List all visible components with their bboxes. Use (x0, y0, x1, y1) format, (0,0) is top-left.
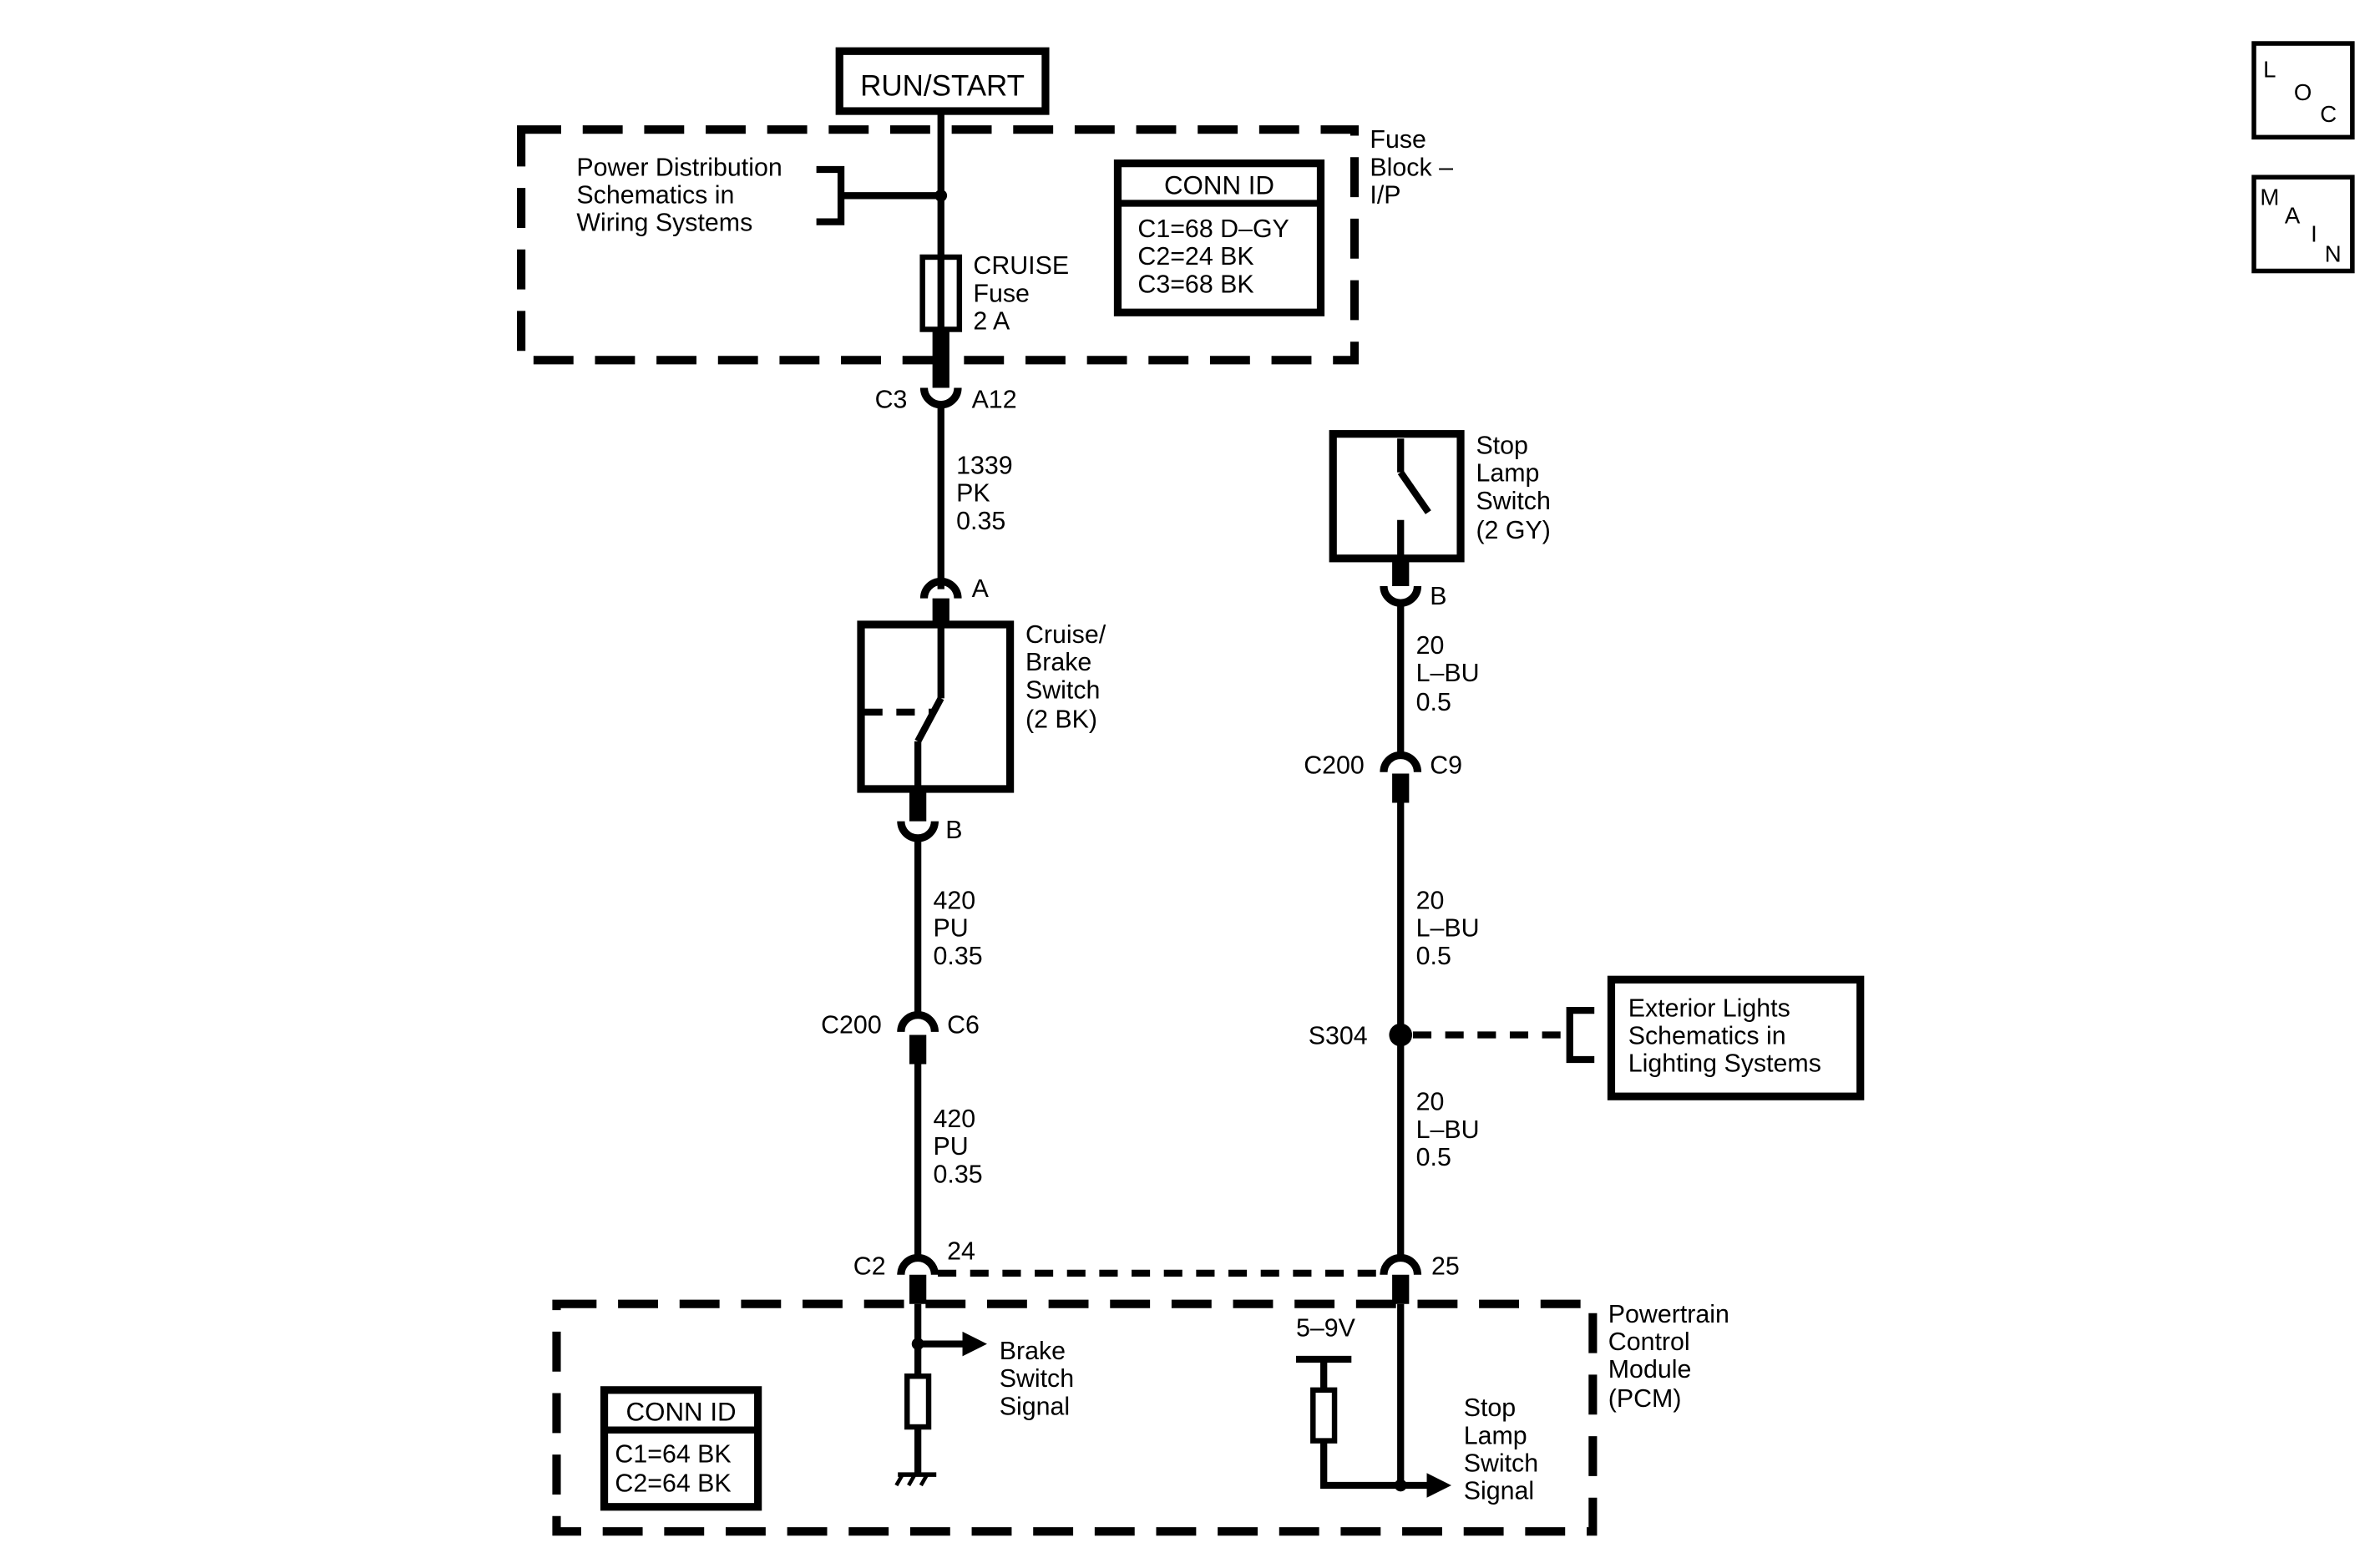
pin-a-connector (919, 577, 962, 599)
wire-1339-label: 1339 PK 0.35 (956, 453, 1020, 535)
main-button[interactable]: M A I N (2251, 175, 2355, 274)
stop-signal-arrow-icon (1426, 1473, 1451, 1498)
run-start-label: RUN/START (860, 70, 1025, 103)
c200-c9-connector (1380, 751, 1422, 773)
brake-signal-arrow-icon (962, 1331, 987, 1357)
s304-label: S304 (1309, 1023, 1368, 1050)
c3-connector (919, 387, 962, 409)
s304-splice (1389, 1023, 1413, 1047)
svg-text:M: M (2260, 184, 2279, 210)
c200-left-label: C200 (821, 1012, 882, 1040)
stop-switch-blade (1397, 470, 1431, 514)
fuse-block-title: Fuse Block – I/P (1370, 126, 1460, 209)
cruise-brake-switch (857, 620, 1015, 793)
svg-text:N: N (2325, 240, 2342, 266)
brake-pulldown-resistor (904, 1373, 932, 1430)
cruise-brake-switch-label: Cruise/ Brake Switch (2 BK) (1025, 621, 1113, 733)
power-distribution-reference[interactable]: Power Distribution Schematics in Wiring … (576, 154, 789, 236)
svg-text:I: I (2311, 221, 2317, 247)
svg-text:C: C (2320, 101, 2337, 127)
pcm-boundary (552, 1299, 1598, 1536)
pin25-connector (1380, 1253, 1422, 1276)
c200-right-label: C200 (1304, 752, 1365, 780)
stop-lamp-switch-signal-label: Stop Lamp Switch Signal (1464, 1394, 1546, 1505)
pin-b-cruise-connector (897, 821, 939, 842)
wire-420b-label: 420 PU 0.35 (934, 1105, 983, 1188)
c9-label: C9 (1430, 752, 1462, 780)
pin-b-cruise-label: B (945, 817, 962, 844)
wire-20b-label: 20 L–BU 0.5 (1416, 888, 1486, 970)
pullup-voltage-label: 5–9V (1296, 1314, 1356, 1342)
wire-20c-label: 20 L–BU 0.5 (1416, 1089, 1486, 1171)
c2-pin24-connector (897, 1253, 939, 1276)
c2-label: C2 (853, 1253, 886, 1281)
c3-label: C3 (875, 386, 908, 413)
svg-text:O: O (2294, 79, 2312, 105)
stop-signal-junction (1394, 1479, 1407, 1492)
a12-label: A12 (972, 386, 1017, 413)
switch-blade (914, 696, 944, 743)
svg-text:A: A (2285, 202, 2301, 228)
fuse-block-conn-id-box (1113, 159, 1325, 316)
stop-pullup-resistor (1310, 1387, 1338, 1444)
pin24-label: 24 (947, 1237, 975, 1265)
pcm-title: Powertrain Control Module (PCM) (1608, 1301, 1737, 1413)
brake-switch-signal-label: Brake Switch Signal (1000, 1338, 1081, 1420)
pullup-to-signal (1320, 1440, 1431, 1490)
c200-c6-connector (897, 1011, 939, 1033)
pin-b-stop-label: B (1430, 583, 1446, 610)
cruise-fuse-label: CRUISE Fuse 2 A (973, 252, 1076, 335)
fuse-block-conn-id-lines: C1=68 D–GY C2=24 BK C3=68 BK (1137, 215, 1296, 298)
fuse-block-conn-id-title: CONN ID (1164, 170, 1274, 200)
pcm-conn-id-box (600, 1386, 762, 1511)
svg-text:L: L (2263, 57, 2276, 83)
pcm-conn-id-title: CONN ID (626, 1398, 737, 1427)
loc-button[interactable]: L O C (2251, 41, 2355, 140)
exterior-lights-reference: Exterior Lights Schematics in Lighting S… (1628, 994, 1821, 1077)
exterior-lights-bracket (1566, 1006, 1595, 1064)
pcm-conn-id-lines: C1=64 BK C2=64 BK (615, 1440, 738, 1497)
wire-20a-label: 20 L–BU 0.5 (1416, 632, 1486, 716)
wire-420a-label: 420 PU 0.35 (934, 888, 983, 970)
ground-icon (894, 1472, 937, 1487)
c6-label: C6 (947, 1012, 980, 1040)
stop-lamp-switch-label: Stop Lamp Switch (2 GY) (1476, 432, 1557, 544)
stop-lamp-switch (1329, 430, 1465, 563)
pin-b-stop-connector (1380, 585, 1422, 607)
reference-junction-dot (934, 189, 948, 202)
reference-bracket (816, 165, 845, 225)
pin25-label: 25 (1431, 1253, 1460, 1281)
pin-a-label: A (972, 575, 990, 603)
exterior-lights-reference-box[interactable] (1607, 975, 1865, 1100)
